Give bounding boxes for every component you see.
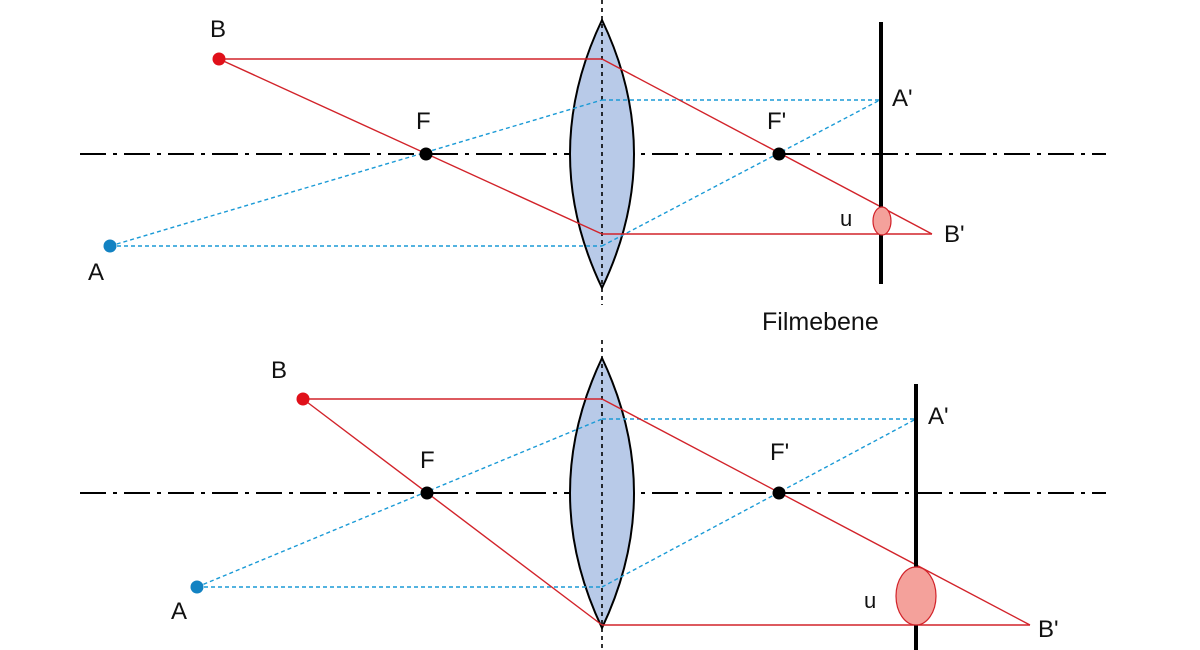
focal-point-f	[419, 147, 433, 161]
ray-b-through-focus	[302, 398, 603, 626]
ray-a-through-focus	[196, 418, 603, 588]
rays-from-point-b	[218, 58, 933, 235]
point-a	[103, 239, 117, 253]
bottom-diagram: B A F F' A' B' u	[80, 340, 1106, 650]
focal-point-f	[420, 486, 434, 500]
label-b-image: B'	[944, 221, 965, 248]
rays-from-point-a	[109, 99, 881, 247]
ray-a-refracted	[601, 99, 881, 247]
ray-b-refracted	[601, 398, 1031, 626]
label-a-image: A'	[892, 85, 913, 112]
rays-from-point-a	[196, 418, 917, 588]
blur-spot	[895, 566, 937, 626]
label-b: B	[271, 357, 287, 384]
ray-b-refracted	[601, 58, 933, 235]
label-b-image: B'	[1038, 616, 1059, 643]
label-f-prime: F'	[770, 439, 789, 466]
ray-b-through-focus	[218, 58, 603, 235]
point-b	[296, 392, 310, 406]
rays-from-point-b	[302, 398, 1031, 626]
film-plane-caption: Filmebene	[762, 308, 879, 336]
top-diagram: B A F F' A' B' u	[80, 0, 1106, 305]
blur-spot	[872, 206, 892, 236]
ray-a-refracted	[601, 418, 917, 588]
label-b: B	[210, 16, 226, 43]
label-u: u	[864, 588, 876, 613]
label-f-prime: F'	[767, 108, 786, 135]
point-b	[212, 52, 226, 66]
ray-a-through-focus	[109, 99, 603, 247]
focal-point-f-prime	[772, 486, 786, 500]
label-u: u	[840, 206, 852, 231]
label-a: A	[171, 598, 187, 625]
label-a: A	[88, 259, 104, 286]
label-f: F	[416, 108, 431, 135]
focal-point-f-prime	[772, 147, 786, 161]
point-a	[190, 580, 204, 594]
label-f: F	[420, 447, 435, 474]
label-a-image: A'	[928, 403, 949, 430]
